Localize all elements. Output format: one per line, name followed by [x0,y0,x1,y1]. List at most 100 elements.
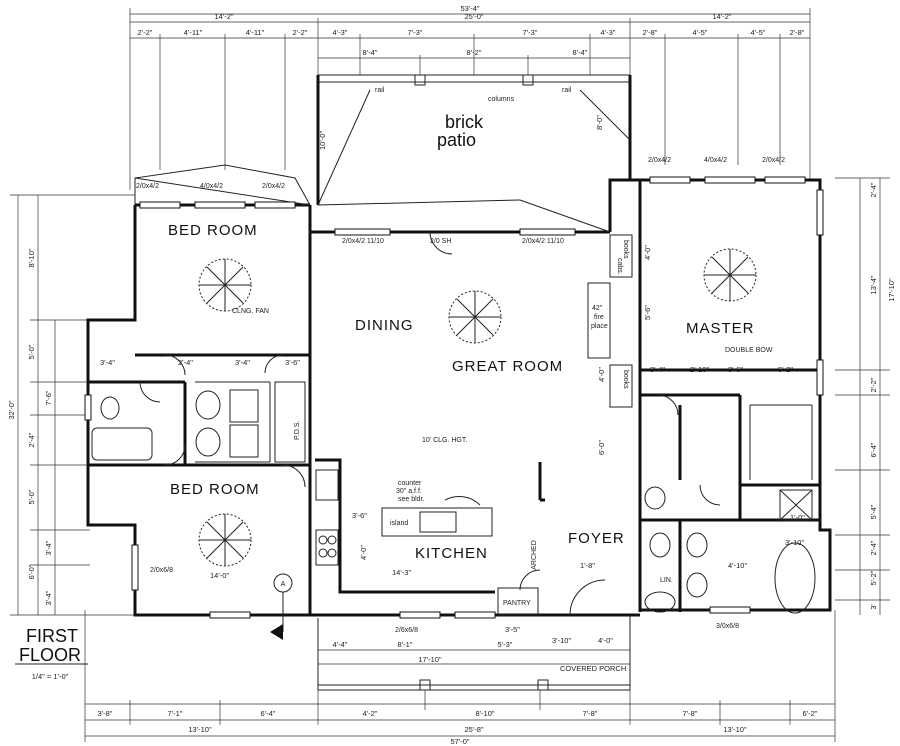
fireplace-label-2: fire [594,314,604,321]
inner-dim: 3'-6" [728,365,743,374]
inner-dim: 10'-0" [318,131,327,150]
inner-dim: 3'-6" [285,358,300,367]
inner-dim: 5'-6" [643,305,652,320]
dim-right-seg: 2'-2" [869,377,878,392]
inner-dim: 2'-10" [690,365,709,374]
dim-bottom-seg: 7'-1" [168,709,183,718]
dim-top-seg: 7'-3" [523,28,538,37]
dim-left-seg: 5'-0" [27,344,36,359]
arched-label: ARCHED [531,540,538,570]
window-note: 2/0x4/2 11/10 [342,238,384,245]
dim-right-seg: 5'-4" [869,504,878,519]
dim-top-seg: 2'-8" [790,28,805,37]
dim-top-seg: 2'-2" [138,28,153,37]
inner-dim: 4'-0" [598,636,613,645]
dim-bottom-seg: 7'-8" [683,709,698,718]
inner-dim: 4'-0" [597,367,606,382]
door-swings [139,231,721,616]
inner-dim: 1'-8" [580,561,595,570]
dim-top-seg: 7'-3" [408,28,423,37]
linen-label: LIN. [660,577,673,584]
dim-left-seg: 5'-0" [27,489,36,504]
dim-left-seg: 3'-4" [44,590,53,605]
dim-bottom-seg: 6'-4" [261,709,276,718]
inner-dim: 3'-5" [505,625,520,634]
room-label-dining: DINING [355,317,414,334]
dim-porch: 4'-4" [333,640,348,649]
section-marker-label: A [281,581,286,588]
books-label-upper: books [622,240,629,259]
title-line-2: FLOOR [19,645,81,665]
inner-dim: 2'-4" [178,358,193,367]
exterior-walls [86,74,832,617]
window-note: 2/0x6/8 [150,567,173,574]
dim-bottom-seg: 7'-8" [583,709,598,718]
window-note: 4/0x4/2 [704,157,727,164]
top-dimension-lines [129,8,811,190]
window-note: 4/0x4/2 [200,183,223,190]
dim-top-seg: 4'-3" [601,28,616,37]
dim-bottom-seg: 3'-8" [98,709,113,718]
fireplace-label-1: 42" [592,305,603,312]
dim-right-seg: 2'-4" [869,540,878,555]
dim-overall-top: 53'-4" [460,4,479,13]
window-note: 2/0x4/2 11/10 [522,238,564,245]
inner-dim: 3'-4" [650,365,665,374]
inner-dim: 3'-4" [235,358,250,367]
dim-porch: 17'-10" [418,655,442,664]
dim-top-left: 14'-2" [214,12,233,21]
inner-dim: 5'-2" [778,365,793,374]
dim-bottom-seg: 4'-2" [363,709,378,718]
right-dimension-lines [835,177,890,615]
inner-dim: 3'-10" [785,538,804,547]
window-note: 2/6x6/8 [395,627,418,634]
inner-dim: 3'-10" [552,636,571,645]
bay-window-left [134,164,311,206]
inner-dim: 1'-0" [790,513,805,522]
inner-dim: 3'-6" [352,511,367,520]
inner-dim: 6'-0" [597,440,606,455]
dim-right-seg: 2'-4" [869,182,878,197]
dim-left-seg: 8'-10" [27,248,36,267]
bottom-dimension-lines [84,610,836,742]
dim-porch: 8'-1" [398,640,413,649]
inner-dim: 14'-3" [392,568,411,577]
room-label-bedroom-top: BED ROOM [168,222,258,239]
room-label-pantry: PANTRY [503,600,531,607]
dim-top-seg: 4'-5" [693,28,708,37]
dim-porch: 5'-3" [498,640,513,649]
dim-right-overall: 17'-10" [887,278,896,302]
cabs-label: cabs. [616,258,623,275]
fan-label: CLNG. FAN [232,308,269,315]
pds-label: P.D.S. [294,421,301,440]
fireplace-label-3: place [591,323,608,330]
room-label-great-room: GREAT ROOM [452,358,563,375]
window-note: 2/0x4/2 [762,157,785,164]
dim-overall-bottom: 57'-0" [450,737,469,746]
room-label-patio-2: patio [437,130,476,150]
dim-top-seg: 4'-11" [246,28,265,37]
room-label-master: MASTER [686,320,755,337]
patio-structure [317,74,631,233]
title-line-1: FIRST [26,626,78,646]
kitchen-island-label: island [390,520,408,527]
dim-bottom-seg: 6'-2" [803,709,818,718]
window-note: 2/0 SH [430,238,451,245]
inner-dim: 8'-0" [595,115,604,130]
dim-right-seg: 5'-2" [869,570,878,585]
section-marker [270,573,293,640]
dim-top-seg: 4'-3" [333,28,348,37]
window-note: 2/0x4/2 [648,157,671,164]
dim-top-seg: 2'-2" [293,28,308,37]
inner-dim: 3'-4" [100,358,115,367]
inner-dim: 4'-0" [359,545,368,560]
dim-bottom-seg: 25'-8" [464,725,483,734]
ceiling-height-note: 10' CLG. HGT. [422,437,467,444]
window-note: 3/0x6/8 [716,623,739,630]
dim-top-seg: 4'-11" [184,28,203,37]
dim-patio: 8'-4" [363,48,378,57]
dim-bottom-seg: 8'-10" [475,709,494,718]
counter-note-2: 30" a.f.f. [396,488,422,495]
double-bowl-label: DOUBLE BOW [725,347,773,354]
room-label-patio-1: brick [445,112,484,132]
